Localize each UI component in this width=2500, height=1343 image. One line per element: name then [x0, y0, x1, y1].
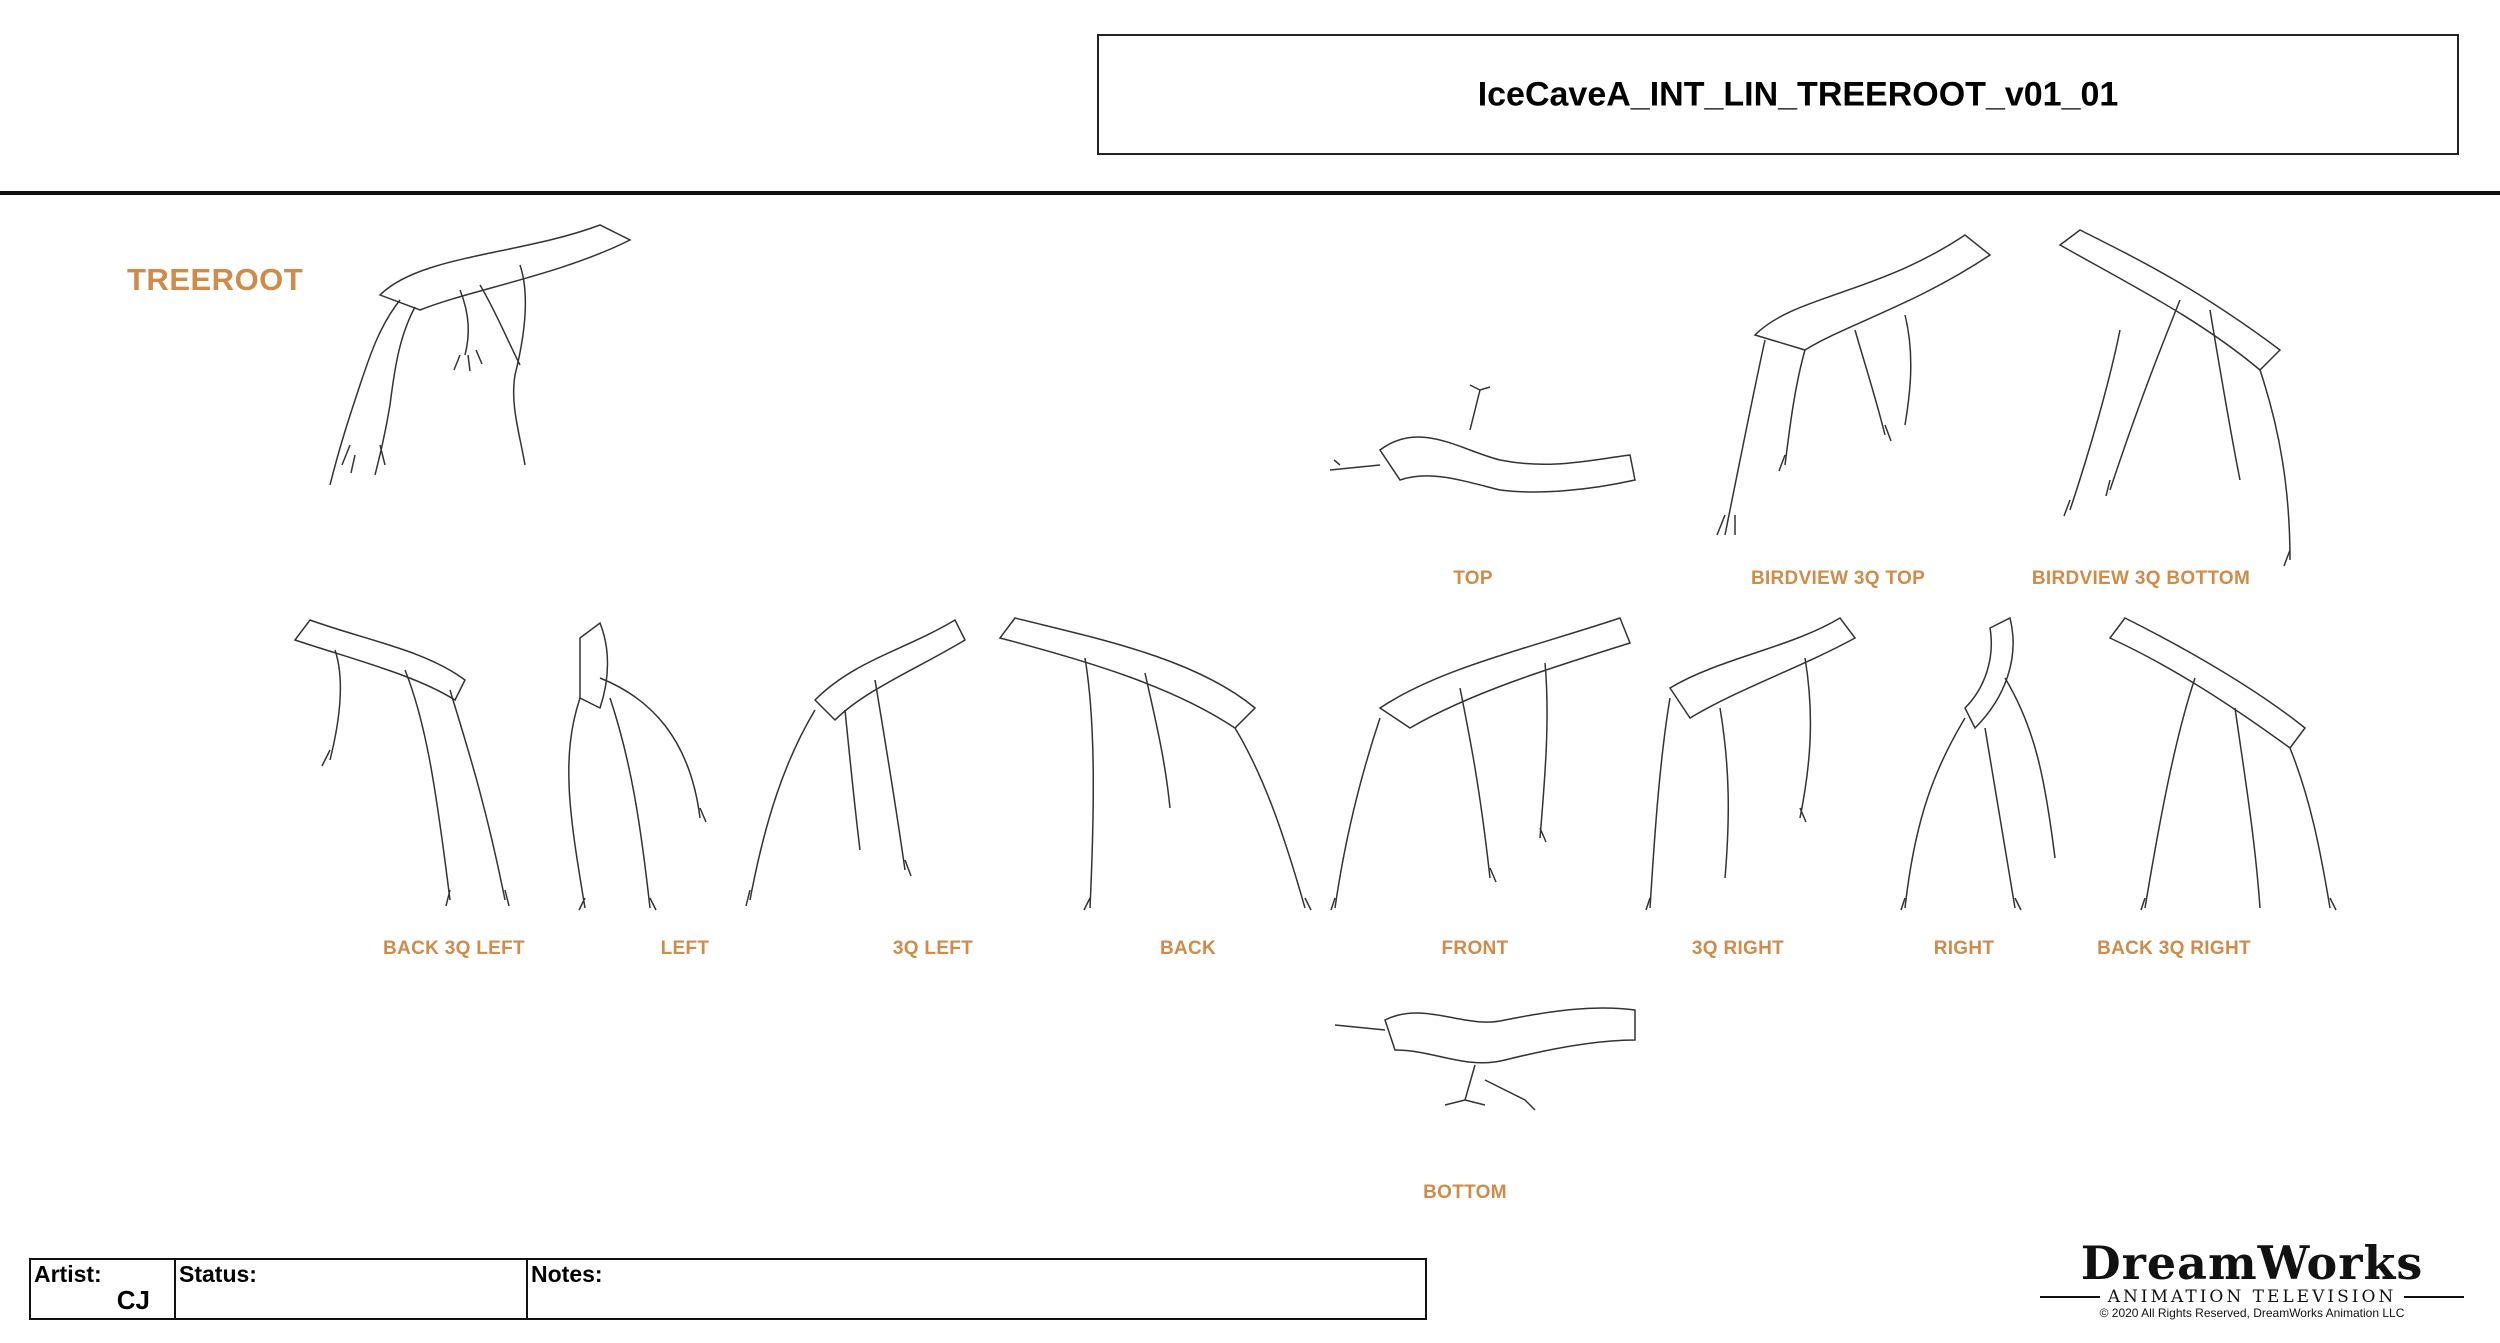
header-rule [0, 191, 2500, 195]
drawing-left [540, 618, 720, 911]
label-front: FRONT [1441, 938, 1509, 959]
artist-value: CJ [116, 1285, 150, 1315]
drawing-back-3q-right [2105, 617, 2337, 911]
label-back: BACK [1159, 938, 1217, 959]
drawing-3q-right [1640, 617, 1870, 911]
label-back-3q-left: BACK 3Q LEFT [383, 938, 525, 959]
label-top: TOP [1453, 568, 1493, 589]
drawing-right [1895, 616, 2065, 911]
label-3q-right: 3Q RIGHT [1691, 938, 1785, 959]
logo-subtitle: ANIMATION TELEVISION [2107, 1287, 2397, 1307]
label-back-3q-right: BACK 3Q RIGHT [2097, 938, 2251, 959]
status-cell: Status: [176, 1260, 528, 1318]
notes-cell: Notes: [528, 1260, 1425, 1318]
drawing-bottom [1325, 980, 1645, 1140]
drawing-birdview-3q-top [1715, 234, 2005, 545]
label-left: LEFT [660, 938, 710, 959]
drawing-back-3q-left [285, 619, 525, 910]
label-right: RIGHT [1933, 938, 1995, 959]
drawing-top [1320, 380, 1640, 530]
label-bottom: BOTTOM [1423, 1182, 1507, 1203]
info-table: Artist: CJ Status: Notes: [29, 1258, 1427, 1320]
copyright-text: © 2020 All Rights Reserved, DreamWorks A… [2099, 1306, 2405, 1320]
section-title: TREEROOT [127, 262, 304, 297]
drawing-back [995, 617, 1325, 911]
drawing-birdview-3q-bottom [2050, 229, 2300, 570]
logo-rule-left [2040, 1296, 2100, 1298]
status-label: Status: [179, 1261, 257, 1287]
label-birdview-3q-bottom: BIRDVIEW 3Q BOTTOM [2031, 568, 2251, 589]
logo-subline: ANIMATION TELEVISION [2040, 1287, 2465, 1307]
dreamworks-logo: DreamWorks ANIMATION TELEVISION [2040, 1236, 2465, 1325]
drawing-main [320, 215, 640, 515]
logo-wordmark: DreamWorks [2080, 1236, 2424, 1290]
drawing-3q-left [745, 618, 975, 910]
logo-rule-right [2404, 1296, 2465, 1298]
file-title-box: IceCaveA_INT_LIN_TREEROOT_v01_01 [1097, 34, 2459, 155]
label-3q-left: 3Q LEFT [892, 938, 974, 959]
artist-label: Artist: [34, 1261, 102, 1287]
notes-label: Notes: [531, 1261, 603, 1287]
artist-cell: Artist: CJ [31, 1260, 176, 1318]
file-title: IceCaveA_INT_LIN_TREEROOT_v01_01 [1477, 75, 2119, 113]
drawing-front [1330, 617, 1640, 911]
label-birdview-3q-top: BIRDVIEW 3Q TOP [1750, 568, 1926, 589]
